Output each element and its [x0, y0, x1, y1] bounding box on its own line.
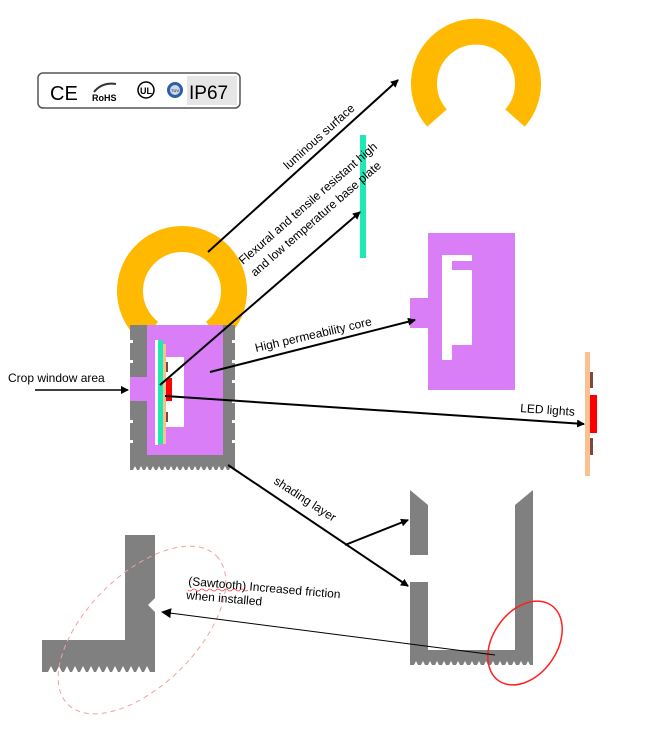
base-plate-label-line1: Flexural and tensile resistant high [236, 139, 380, 267]
crop-window-label: Crop window area [8, 371, 105, 385]
svg-text:TÜV: TÜV [171, 88, 179, 93]
sawtooth-notch [157, 466, 161, 470]
svg-text:UL: UL [140, 86, 152, 96]
sawtooth-notch [491, 661, 495, 665]
sawtooth-notch [96, 666, 102, 672]
sawtooth-notch [470, 661, 474, 665]
core-part [410, 233, 515, 390]
led-label: LED lights [520, 401, 576, 419]
sawtooth-arrow [161, 608, 496, 656]
sawtooth-notch [211, 466, 215, 470]
sawtooth-notch [477, 661, 481, 665]
ul-mark-icon: UL [137, 81, 155, 99]
shading-layer-part [410, 490, 533, 665]
led-strip-part [585, 352, 597, 476]
sawtooth-notch [199, 466, 203, 470]
sawtooth-notch [48, 666, 54, 672]
base-plate-arrow [159, 211, 361, 386]
sawtooth-notch [205, 466, 209, 470]
ip-rating: IP67 [189, 83, 228, 104]
sawtooth-notch [112, 666, 118, 672]
sawtooth-notch [181, 466, 185, 470]
sawtooth-notch [145, 466, 149, 470]
certification-badge: CE RoHS UL TÜV IP67 [37, 72, 241, 109]
sawtooth-notch [133, 466, 137, 470]
sawtooth-notch [64, 666, 70, 672]
sawtooth-notch [421, 661, 425, 665]
sawtooth-notch [498, 661, 502, 665]
corner-highlight-ellipse [487, 600, 563, 686]
spellcheck-underline [187, 588, 249, 592]
sawtooth-notch [526, 661, 530, 665]
tuv-mark-icon: TÜV [167, 82, 183, 98]
ce-mark-icon: CE [50, 83, 78, 105]
led-arrow [164, 395, 585, 428]
sawtooth-detail-part [42, 535, 155, 672]
rohs-leaf-icon [93, 82, 117, 93]
sawtooth-notch [519, 661, 523, 665]
sawtooth-notch [120, 666, 126, 672]
sawtooth-notch [56, 666, 62, 672]
sawtooth-label-line2: when installed [185, 588, 263, 609]
sawtooth-notch [428, 661, 432, 665]
sawtooth-notch [456, 661, 460, 665]
sawtooth-notch [80, 666, 86, 672]
sawtooth-notch [435, 661, 439, 665]
base-plate-part [360, 135, 366, 258]
sawtooth-notch [414, 661, 418, 665]
core-arrow [209, 317, 416, 373]
luminous-surface-arrow [207, 79, 399, 253]
sawtooth-notch [442, 661, 446, 665]
sawtooth-notch [512, 661, 516, 665]
sawtooth-notch [88, 666, 94, 672]
sawtooth-notch [136, 666, 142, 672]
sawtooth-notch [144, 666, 150, 672]
luminous-surface-part [411, 18, 541, 127]
sawtooth-highlight-ellipse [57, 545, 227, 715]
sawtooth-notch [104, 666, 110, 672]
sawtooth-notch [139, 466, 143, 470]
sawtooth-notch [223, 466, 227, 470]
sawtooth-notch [449, 661, 453, 665]
sawtooth-notch [72, 666, 78, 672]
sawtooth-notch [193, 466, 197, 470]
sawtooth-notch [163, 466, 167, 470]
shading-arrow-bottom [227, 464, 409, 587]
sawtooth-notch [151, 466, 155, 470]
rohs-mark-icon: RoHS [92, 93, 117, 103]
sawtooth-notch [169, 466, 173, 470]
sawtooth-notch [128, 666, 134, 672]
sawtooth-notch [187, 466, 191, 470]
assembled-profile [117, 226, 247, 470]
sawtooth-notch [217, 466, 221, 470]
sawtooth-notch [463, 661, 467, 665]
sawtooth-notch [505, 661, 509, 665]
sawtooth-notch [484, 661, 488, 665]
sawtooth-notch [175, 466, 179, 470]
shading-arrow-top [344, 518, 409, 546]
